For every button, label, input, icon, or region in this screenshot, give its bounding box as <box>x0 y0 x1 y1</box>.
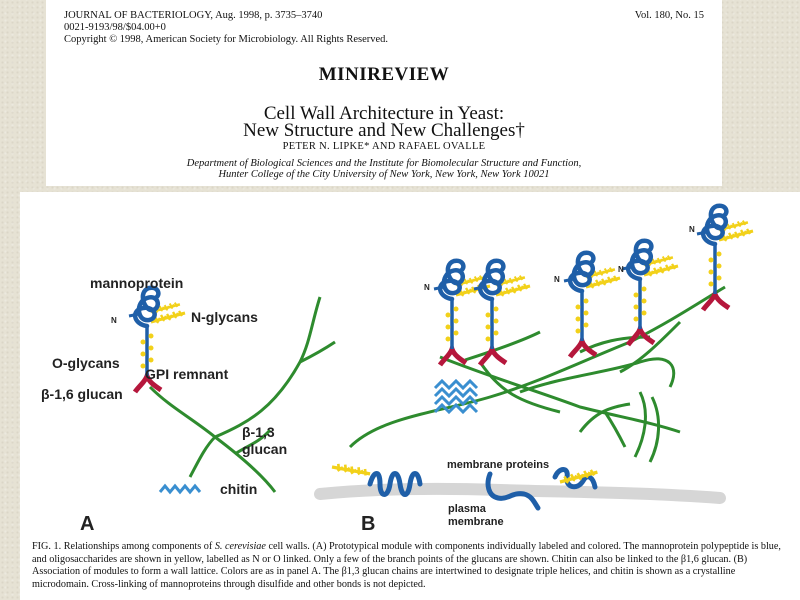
article-header: JOURNAL OF BACTERIOLOGY, Aug. 1998, p. 3… <box>46 0 722 186</box>
label-n-marker-b3: N <box>618 265 624 274</box>
caption-text-part2: cell walls. (A) Prototypical module with… <box>32 541 781 590</box>
article-title-line2: New Structure and New Challenges† <box>243 120 525 141</box>
journal-citation: JOURNAL OF BACTERIOLOGY, Aug. 1998, p. 3… <box>64 10 323 21</box>
label-n-marker-a: N <box>111 316 117 325</box>
issn-code: 0021-9193/98/$04.00+0 <box>64 22 166 33</box>
figure-caption: FIG. 1. Relationships among components o… <box>32 541 790 591</box>
panel-b-label: B <box>361 513 376 535</box>
label-n-glycans: N-glycans <box>191 309 258 325</box>
caption-figure-number: FIG. 1. <box>32 541 62 552</box>
panel-b-graphic <box>314 206 753 511</box>
author-list: PETER N. LIPKE* AND RAFAEL OVALLE <box>282 141 486 152</box>
caption-species: S. cerevisiae <box>214 541 266 552</box>
label-membrane-proteins: membrane proteins <box>447 459 550 471</box>
copyright-notice: Copyright © 1998, American Society for M… <box>64 34 389 45</box>
label-o-glycans: O-glycans <box>52 355 120 371</box>
panel-a-label: A <box>80 513 95 535</box>
label-chitin: chitin <box>220 481 258 497</box>
affiliation-line1: Department of Biological Sciences and th… <box>186 158 582 169</box>
label-beta-1-6-glucan: β-1,6 glucan <box>41 386 123 402</box>
label-n-marker-b2: N <box>554 275 560 284</box>
label-glucan: glucan <box>242 441 288 457</box>
volume-number: Vol. 180, No. 15 <box>634 10 704 21</box>
label-plasma: plasma <box>448 503 486 515</box>
caption-text-part1: Relationships among components of <box>61 541 215 552</box>
panel-a-graphic <box>129 288 336 495</box>
figure-panel: mannoprotein N-glycans N O-glycans GPI r… <box>20 192 800 600</box>
label-mannoprotein: mannoprotein <box>90 275 184 291</box>
affiliation-line2: Hunter College of the City University of… <box>218 169 550 180</box>
label-n-marker-b1: N <box>424 283 430 292</box>
section-label: MINIREVIEW <box>318 64 450 85</box>
label-n-marker-b4: N <box>689 225 695 234</box>
label-membrane: membrane <box>448 516 504 528</box>
label-gpi-remnant: GPI remnant <box>145 366 229 382</box>
cell-wall-diagram <box>20 192 800 511</box>
article-title-line1: Cell Wall Architecture in Yeast: <box>263 103 505 124</box>
label-beta-1-3: β-1,3 <box>242 424 275 440</box>
